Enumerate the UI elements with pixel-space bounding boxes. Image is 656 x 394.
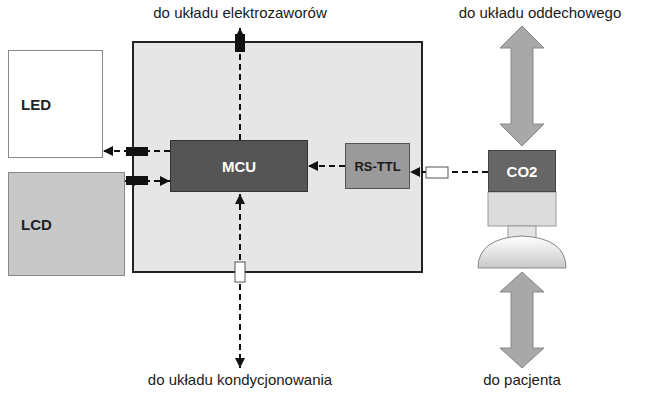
node-label: RS-TTL <box>354 159 400 174</box>
connector-block <box>426 167 448 178</box>
gas-flow-arrow <box>500 26 544 146</box>
mcu-block: MCU <box>170 140 308 192</box>
main-board <box>133 42 422 272</box>
signal-arrow <box>308 165 345 167</box>
connector-block <box>235 262 245 282</box>
destination-label: do układu kondycjonowania <box>146 371 334 388</box>
signal-arrow <box>410 171 488 173</box>
destination-label: do układu oddechowego <box>457 4 624 21</box>
face-mask <box>478 236 566 268</box>
converter-block: RS-TTL <box>345 143 410 189</box>
node-label: CO2 <box>507 163 538 180</box>
gas-flow-arrow <box>500 272 544 368</box>
connector-block <box>126 176 148 185</box>
connector-block <box>126 147 148 156</box>
node-label: MCU <box>222 158 256 175</box>
co2-sensor: CO2 <box>488 150 556 192</box>
node-label: LCD <box>21 216 52 233</box>
lcd-panel: LCD <box>8 172 125 276</box>
led-panel: LED <box>8 50 103 158</box>
destination-label: do pacjenta <box>481 371 563 388</box>
node-label: LED <box>21 96 51 113</box>
destination-label: do układu elektrozaworów <box>151 4 328 21</box>
connector-block <box>235 34 245 52</box>
sensor-adapter <box>488 192 556 226</box>
